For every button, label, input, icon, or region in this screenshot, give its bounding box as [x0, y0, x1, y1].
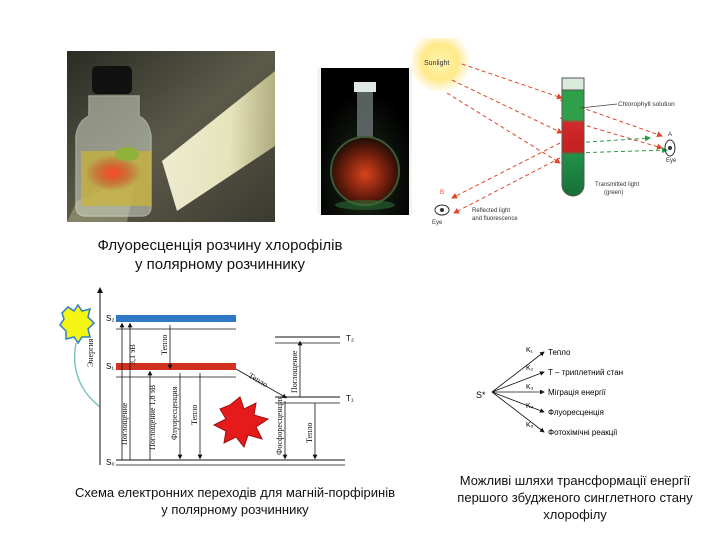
k3-label: K₃: [526, 384, 534, 391]
light-source-icon: [59, 303, 96, 345]
chlorophyll-bottle-photo: [67, 51, 275, 222]
scheme-caption: Схема електронних переходів для магній-п…: [55, 484, 415, 518]
marker-b-label: B: [440, 190, 444, 196]
fluorescence-caption: Флуоресценція розчину хлорофілів у поляр…: [70, 236, 370, 274]
t1-label: T₁: [346, 394, 354, 403]
k1-label: K₁: [526, 347, 534, 354]
pathways-caption-line2: першого збудженого синглетного стану: [457, 490, 693, 505]
scheme-caption-line2: у полярному розчиннику: [161, 502, 309, 517]
chlorophyll-solution-label: Chlorophyll solution: [618, 101, 675, 108]
chlorophyll-flask-photo: [317, 68, 412, 215]
pathway-fluorescence: Флуоресценція: [548, 408, 604, 417]
k4-label: K₄: [526, 403, 534, 410]
pathways-caption-line1: Можливі шляхи трансформації енергії: [459, 473, 691, 488]
eye-left-label: Eye: [432, 220, 443, 226]
sun-icon: [410, 32, 470, 92]
t2-label: T₂: [346, 334, 354, 343]
s2-label: S₂: [106, 314, 114, 323]
scheme-caption-line1: Схема електронних переходів для магній-п…: [74, 485, 396, 500]
k2-label: K₂: [526, 365, 534, 372]
pathway-migration: Міграція енергії: [548, 388, 607, 397]
heat-high-label: Тепло: [160, 335, 169, 355]
pathways-caption: Можливі шляхи трансформації енергії перш…: [435, 472, 715, 523]
heat-isc-label: Тепло: [247, 371, 269, 389]
s0-label: S₀: [106, 458, 115, 467]
heat-mid-label: Тепло: [190, 405, 199, 425]
pathways-caption-line3: хлорофілу: [543, 507, 607, 522]
sunlight-label: Sunlight: [424, 60, 449, 67]
test-tube: [561, 77, 585, 197]
marker-a-label: A: [668, 132, 672, 138]
eye-right-icon: [664, 139, 676, 157]
absorb-triplet-label: Поглощение: [290, 350, 299, 393]
heat-triplet-label: Тепло: [305, 423, 314, 443]
pathway-triplet: T – триплетний стан: [548, 368, 623, 377]
eye-right-label: Eye: [666, 158, 677, 164]
pathway-photochemical: Фотохімічні реакції: [548, 428, 618, 437]
source-state-label: S*: [476, 390, 486, 400]
reflected-label-2: and fluorescence: [472, 216, 518, 222]
energy-level-diagram: Энергия S₂ S₁ S₀ T₂ T₁ Поглощение 3,1 эВ…: [30, 285, 370, 475]
fluorescence-caption-line1: Флуоресценція розчину хлорофілів: [97, 237, 343, 254]
phosphorescence-label: Фосфоресценция: [275, 396, 284, 455]
absorb-low-label: Поглощение 1,8 эВ: [148, 385, 157, 450]
fluorescence-caption-line2: у полярному розчиннику: [134, 256, 306, 273]
reflected-label-1: Reflected light: [472, 208, 510, 214]
red-burst-icon: [212, 396, 270, 449]
fluorescence-transition-label: Флуоресценция: [170, 386, 179, 440]
absorb-high-label: Поглощение: [120, 402, 129, 445]
pathway-heat: Тепло: [548, 348, 571, 357]
transmitted-label-2: (green): [604, 190, 623, 196]
energy-axis-label: Энергия: [86, 338, 95, 367]
eye-left-icon: [434, 204, 450, 216]
k5-label: K₅: [526, 422, 534, 429]
s1-label: S₁: [106, 362, 114, 371]
light-paths-diagram: Sunlight Chlorophyll solution Eye A Tran…: [410, 32, 708, 230]
transmitted-label-1: Transmitted light: [595, 182, 639, 188]
ev-high-label: 3,1 эВ: [128, 344, 137, 365]
energy-pathways-diagram: S* K₁ K₂ K₃ K₄ K₅ Тепло T – триплетний с…: [470, 340, 670, 450]
